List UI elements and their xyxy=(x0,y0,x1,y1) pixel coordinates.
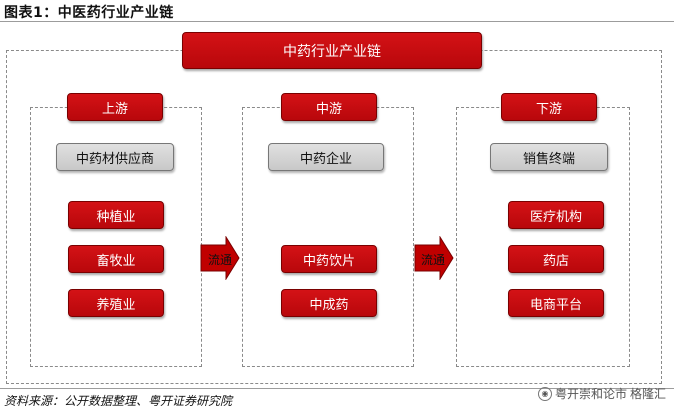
top-rule xyxy=(0,21,674,22)
source-note: 资料来源：公开数据整理、粤开证券研究院 xyxy=(4,394,233,408)
downstream-item-pharmacy: 药店 xyxy=(508,245,604,273)
watermark-text: 粤开崇和论市 xyxy=(554,387,627,401)
downstream-item-ecommerce: 电商平台 xyxy=(508,289,604,317)
midstream-header: 中游 xyxy=(281,93,377,121)
flow-arrow-1-label: 流通 xyxy=(207,253,232,267)
figure-title: 图表1：中医药行业产业链 xyxy=(4,5,174,21)
upstream-category: 中药材供应商 xyxy=(56,143,174,171)
upstream-item-breeding: 养殖业 xyxy=(68,289,164,317)
watermark: ◉ 粤开崇和论市 格隆汇 xyxy=(537,385,666,402)
flow-arrow-2 xyxy=(414,236,454,280)
upstream-item-planting: 种植业 xyxy=(68,201,164,229)
midstream-item-patent-medicine: 中成药 xyxy=(281,289,377,317)
bottom-rule xyxy=(0,388,674,389)
flow-arrow-1 xyxy=(200,236,240,280)
chain-title-box: 中药行业产业链 xyxy=(182,32,482,69)
downstream-category: 销售终端 xyxy=(490,143,608,171)
watermark-logo-text: 格隆汇 xyxy=(629,387,666,401)
upstream-item-animal-husbandry: 畜牧业 xyxy=(68,245,164,273)
midstream-item-decoction-pieces: 中药饮片 xyxy=(281,245,377,273)
upstream-header: 上游 xyxy=(67,93,163,121)
flow-arrow-2-label: 流通 xyxy=(420,253,445,267)
downstream-header: 下游 xyxy=(501,93,597,121)
downstream-item-medical-institutions: 医疗机构 xyxy=(508,201,604,229)
midstream-category: 中药企业 xyxy=(268,143,384,171)
wechat-icon: ◉ xyxy=(537,386,552,401)
